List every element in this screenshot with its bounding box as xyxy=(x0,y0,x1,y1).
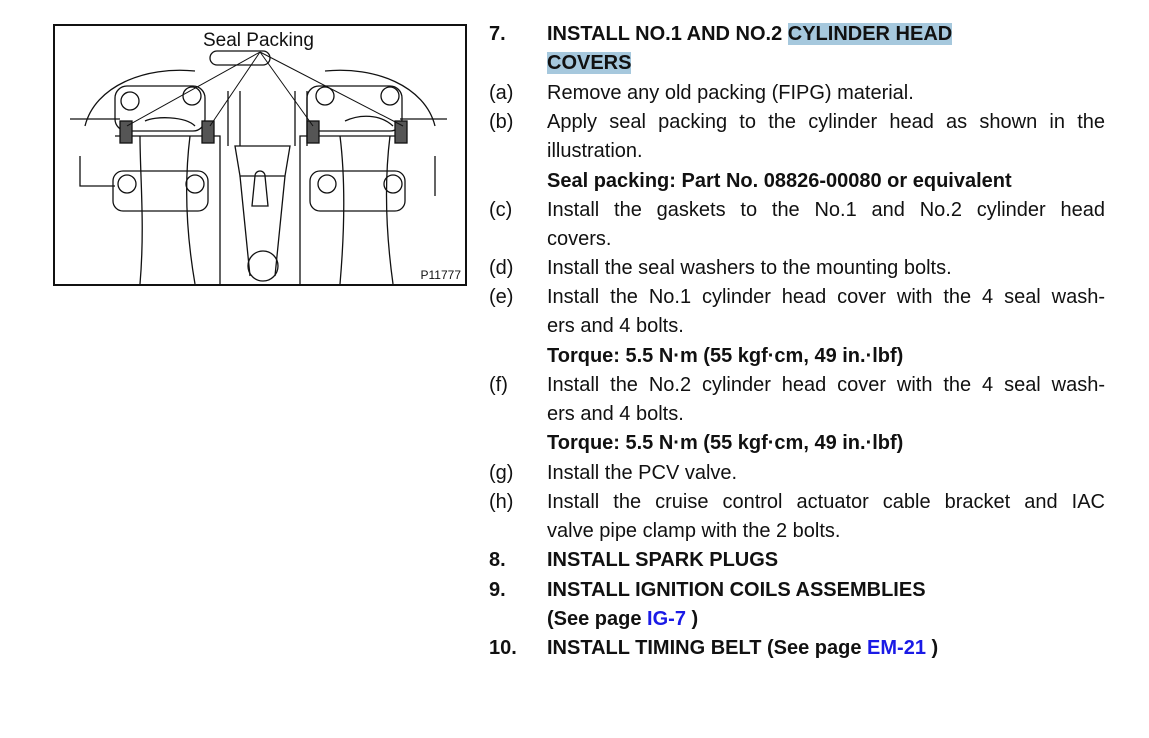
step-e-text-cont: ers and 4 bolts. xyxy=(547,315,684,337)
step-e-torque: Torque: 5.5 N·m (55 kgf·cm, 49 in.·lbf) xyxy=(547,345,904,367)
step-7-title: INSTALL NO.1 AND NO.2 CYLINDER HEAD xyxy=(547,20,1105,49)
link-em-21[interactable]: EM-21 xyxy=(867,637,926,659)
step-d-text: Install the seal washers to the mounting… xyxy=(547,257,952,279)
step-f-torque: Torque: 5.5 N·m (55 kgf·cm, 49 in.·lbf) xyxy=(547,432,904,454)
step-c-text: Install the gaskets to the No.1 and No.2… xyxy=(547,199,1105,221)
step-a-text: Remove any old packing (FIPG) material. xyxy=(547,82,914,104)
step-8-title: INSTALL SPARK PLUGS xyxy=(547,549,779,571)
step-f-text-cont: ers and 4 bolts. xyxy=(547,403,684,425)
step-b-text-cont: illustration. xyxy=(547,140,643,162)
figure-id: P11777 xyxy=(420,268,461,282)
step-10-number: 10. xyxy=(489,637,517,659)
step-b-label: (b) xyxy=(489,111,514,133)
step-7-title-cont: COVERS xyxy=(547,49,1105,78)
seal-packing-illustration: Seal Packing P11777 xyxy=(53,24,467,286)
figure-caption: Seal Packing xyxy=(203,30,314,51)
step-c-label: (c) xyxy=(489,199,513,221)
step-8-number: 8. xyxy=(489,549,506,571)
step-d-label: (d) xyxy=(489,257,514,279)
step-h-text-cont: valve pipe clamp with the 2 bolts. xyxy=(547,520,841,542)
see-page-close: ) xyxy=(925,637,939,659)
see-page-text: (See page xyxy=(547,608,648,630)
step-f-label: (f) xyxy=(489,374,508,396)
title-text: INSTALL TIMING BELT (See page xyxy=(547,637,868,659)
step-a-label: (a) xyxy=(489,82,514,104)
highlighted-text: COVERS xyxy=(547,52,632,74)
step-9-reference: (See page IG-7 ) xyxy=(547,605,1105,634)
cylinder-head-drawing xyxy=(70,50,447,284)
step-h-label: (h) xyxy=(489,491,514,513)
highlighted-text: CYLINDER HEAD xyxy=(787,23,953,45)
step-c-text-cont: covers. xyxy=(547,228,612,250)
step-10-title: INSTALL TIMING BELT (See page EM-21 ) xyxy=(547,634,1105,663)
step-e-text: Install the No.1 cylinder head cover wit… xyxy=(547,286,1105,308)
step-h-text: Install the cruise control actuator cabl… xyxy=(547,491,1105,513)
step-f-text: Install the No.2 cylinder head cover wit… xyxy=(547,374,1105,396)
step-b-text: Apply seal packing to the cylinder head … xyxy=(547,111,1105,133)
step-g-text: Install the PCV valve. xyxy=(547,462,738,484)
link-ig-7[interactable]: IG-7 xyxy=(647,608,686,630)
step-g-label: (g) xyxy=(489,462,514,484)
see-page-close: ) xyxy=(685,608,699,630)
step-9-title: INSTALL IGNITION COILS ASSEMBLIES xyxy=(547,579,926,601)
step-b-spec: Seal packing: Part No. 08826-00080 or eq… xyxy=(547,170,1012,192)
title-text: INSTALL NO.1 AND NO.2 xyxy=(547,23,788,45)
step-7-number: 7. xyxy=(489,23,506,45)
step-9-number: 9. xyxy=(489,579,506,601)
step-e-label: (e) xyxy=(489,286,514,308)
